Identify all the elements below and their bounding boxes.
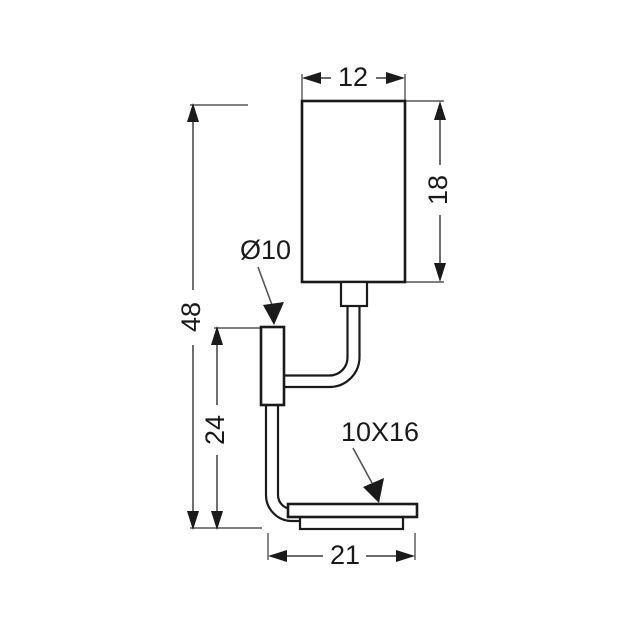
callout-label-base: 10X16 bbox=[341, 417, 419, 447]
arrow-24-bottom bbox=[211, 511, 223, 530]
arrow-12-left bbox=[302, 72, 321, 84]
leader-arrow-diameter bbox=[263, 302, 284, 325]
dimension-shade-height-18: 18 bbox=[423, 101, 453, 282]
dimension-body-height-24: 24 bbox=[200, 326, 230, 530]
arrow-18-top bbox=[434, 101, 446, 120]
arm-tube-inner-wall bbox=[283, 306, 361, 389]
callout-tube-diameter: Ø10 bbox=[240, 235, 291, 325]
arrow-18-bottom bbox=[434, 263, 446, 282]
dim-label-body-height: 24 bbox=[200, 415, 230, 445]
dim-label-total-height: 48 bbox=[176, 302, 206, 332]
extension-lines bbox=[190, 74, 444, 560]
vertical-body-block bbox=[259, 325, 286, 407]
lamp-shade-outline bbox=[300, 99, 407, 284]
dimension-total-height-48: 48 bbox=[176, 103, 206, 530]
dim-label-shade-width: 12 bbox=[338, 62, 368, 92]
base-plate bbox=[286, 502, 419, 531]
arrow-48-top bbox=[187, 103, 199, 122]
dimension-base-width-21: 21 bbox=[268, 540, 415, 570]
base-plate-upper-tier bbox=[286, 502, 419, 519]
shade-connector-block bbox=[339, 280, 369, 308]
leader-line-base bbox=[352, 447, 373, 484]
arrow-24-top bbox=[211, 326, 223, 345]
arrow-21-left bbox=[268, 550, 287, 562]
arrow-21-right bbox=[396, 550, 415, 562]
stem-tube-inner-wall bbox=[276, 405, 305, 511]
dimension-shade-width-12: 12 bbox=[302, 62, 405, 92]
arm-tube-outer-wall bbox=[283, 306, 349, 377]
arrow-12-right bbox=[386, 72, 405, 84]
dim-label-base-width: 21 bbox=[330, 540, 360, 570]
leader-line-diameter bbox=[257, 266, 273, 306]
arrow-48-bottom bbox=[187, 511, 199, 530]
callout-label-diameter: Ø10 bbox=[240, 235, 291, 265]
callout-base-plate: 10X16 bbox=[341, 417, 419, 503]
dim-label-shade-height: 18 bbox=[423, 175, 453, 205]
stem-tube-outer-wall bbox=[264, 405, 305, 523]
curved-arm-tube bbox=[281, 306, 361, 389]
leader-arrow-base bbox=[363, 478, 384, 503]
